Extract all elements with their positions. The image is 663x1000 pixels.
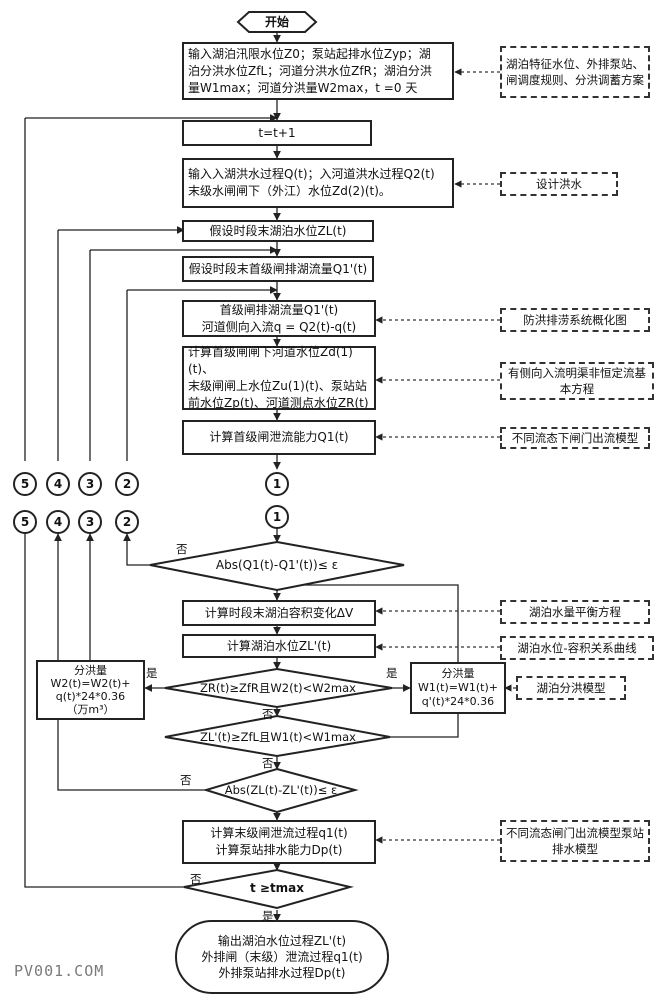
input-flood-line2: 末级水闸闸下（外江）水位Zd(2)(t)。 (188, 184, 391, 198)
decision-q-shape (149, 540, 405, 592)
note-system: 防洪排涝系统概化图 (500, 308, 650, 332)
gate-flow-line2: 河道侧向入流q = Q2(t)-q(t) (201, 319, 357, 334)
output-line2: 外排闸（末级）泄流过程q1(t) (201, 950, 363, 964)
gate-flow-box: 首级闸排湖流量Q1'(t) 河道侧向入流q = Q2(t)-q(t) (182, 300, 376, 337)
decision-t-shape (183, 868, 354, 910)
river-divert-box: 分洪量 W2(t)=W2(t)+ q(t)*24*0.36 （万m³） (36, 660, 145, 720)
calc-levels-line3: 前水位Zp(t)、河道测点水位ZR(t) (188, 396, 369, 410)
start-label: 开始 (264, 15, 289, 29)
input-params-line2: 泊分洪水位ZfL；河道分洪水位ZfR；湖泊分洪 (188, 63, 432, 78)
connector-5-top: 5 (20, 477, 30, 491)
connector-2-bottom: 2 (122, 515, 132, 529)
calc-levels-box: 计算首级闸闸下河道水位Zd(1)(t)、 末级闸闸上水位Zu(1)(t)、泵站站… (182, 345, 376, 410)
connector-1-bottom: 1 (272, 510, 282, 524)
no-label-z: 否 (180, 773, 192, 787)
watermark: PV001.COM (14, 962, 105, 980)
yes-label-river: 是 (146, 666, 158, 680)
river-divert-line4: （万m³） (66, 703, 115, 716)
connector-4-top: 4 (53, 477, 63, 491)
no-label-t: 否 (190, 872, 202, 886)
yes-label-lake: 是 (386, 666, 398, 680)
connector-4-bottom: 4 (53, 515, 63, 529)
input-params-line1: 输入湖泊汛限水位Z0；泵站起排水位Zyp；湖 (188, 46, 431, 61)
decision-z-text: Abs(ZL(t)-ZL'(t))≤ ε (224, 783, 338, 797)
input-flood-box: 输入入湖洪水过程Q(t)；入河道洪水过程Q2(t) 末级水闸闸下（外江）水位Zd… (182, 158, 454, 208)
note-final: 不同流态闸门出流模型泵站排水模型 (500, 820, 650, 862)
decision-lake-shape (164, 714, 391, 758)
calc-levels-line1: 计算首级闸闸下河道水位Zd(1)(t)、 (188, 345, 353, 376)
start-terminal (236, 11, 318, 33)
calc-capacity-box: 计算首级闸泄流能力Q1(t) (182, 420, 376, 455)
decision-q-text: Abs(Q1(t)-Q1'(t))≤ ε (215, 558, 339, 572)
note-gate-model: 不同流态下闸门出流模型 (500, 427, 650, 449)
calc-final-line2: 计算泵站排水能力Dp(t) (215, 843, 343, 857)
note-balance: 湖泊水量平衡方程 (500, 600, 650, 624)
lake-divert-line3: q'(t)*24*0.36 (421, 695, 495, 708)
step-increment-box: t=t+1 (182, 120, 372, 146)
calc-final-box: 计算末级闸泄流过程q1(t) 计算泵站排水能力Dp(t) (182, 820, 376, 864)
note-lake-model: 湖泊分洪模型 (516, 676, 626, 700)
yes-label-t: 是 (262, 909, 274, 923)
decision-river-text: ZR(t)≥ZfR且W2(t)<W2max (200, 681, 356, 695)
decision-river-shape (164, 667, 393, 709)
decision-t-text: t ≥tmax (249, 881, 305, 895)
no-label-river: 否 (262, 707, 274, 721)
connector-3-top: 3 (85, 477, 95, 491)
connector-2-top: 2 (122, 477, 132, 491)
assume-flow-box: 假设时段末首级闸排湖流量Q1'(t) (182, 256, 374, 282)
lake-divert-box: 分洪量 W1(t)=W1(t)+ q'(t)*24*0.36 (410, 662, 506, 714)
decision-z-shape (202, 767, 359, 814)
river-divert-line3: q(t)*24*0.36 (55, 690, 126, 703)
calc-levels-line2: 末级闸闸上水位Zu(1)(t)、泵站站 (188, 379, 367, 393)
calc-lake-level-box: 计算湖泊水位ZL'(t) (182, 634, 376, 658)
input-flood-line1: 输入入湖洪水过程Q(t)；入河道洪水过程Q2(t) (188, 167, 435, 181)
river-divert-line1: 分洪量 (73, 664, 107, 677)
input-params-box: 输入湖泊汛限水位Z0；泵站起排水位Zyp；湖 泊分洪水位ZfL；河道分洪水位Zf… (182, 42, 454, 100)
output-line1: 输出湖泊水位过程ZL'(t) (217, 934, 347, 948)
output-line3: 外排泵站排水过程Dp(t) (218, 966, 346, 980)
connector-1-top: 1 (272, 477, 282, 491)
no-label-lake: 否 (262, 756, 274, 770)
lake-divert-line1: 分洪量 (441, 667, 475, 680)
gate-flow-line1: 首级闸排湖流量Q1'(t) (219, 302, 339, 317)
note-params: 湖泊特征水位、外排泵站、闸调度规则、分洪调蓄方案 (500, 46, 650, 98)
note-curve: 湖泊水位-容积关系曲线 (500, 636, 654, 660)
assume-level-box: 假设时段末湖泊水位ZL(t) (182, 220, 374, 242)
note-design-flood: 设计洪水 (500, 172, 618, 196)
lake-divert-line2: W1(t)=W1(t)+ (418, 681, 498, 694)
output-terminal-shape (175, 920, 389, 994)
connector-3-bottom: 3 (85, 515, 95, 529)
output-box: 输出湖泊水位过程ZL'(t) 外排闸（末级）泄流过程q1(t) 外排泵站排水过程… (176, 921, 388, 993)
calc-final-line1: 计算末级闸泄流过程q1(t) (210, 826, 348, 840)
note-channel: 有侧向入流明渠非恒定流基本方程 (500, 362, 654, 400)
river-divert-line2: W2(t)=W2(t)+ (50, 677, 131, 690)
calc-volume-box: 计算时段末湖泊容积变化ΔV (182, 600, 376, 626)
decision-lake-text: ZL'(t)≥ZfL且W1(t)<W1max (200, 730, 356, 744)
input-params-line3: 量W1max；河道分洪量W2max，t =0 天 (188, 80, 418, 95)
connector-5-bottom: 5 (20, 515, 30, 529)
no-label-q: 否 (176, 542, 188, 556)
